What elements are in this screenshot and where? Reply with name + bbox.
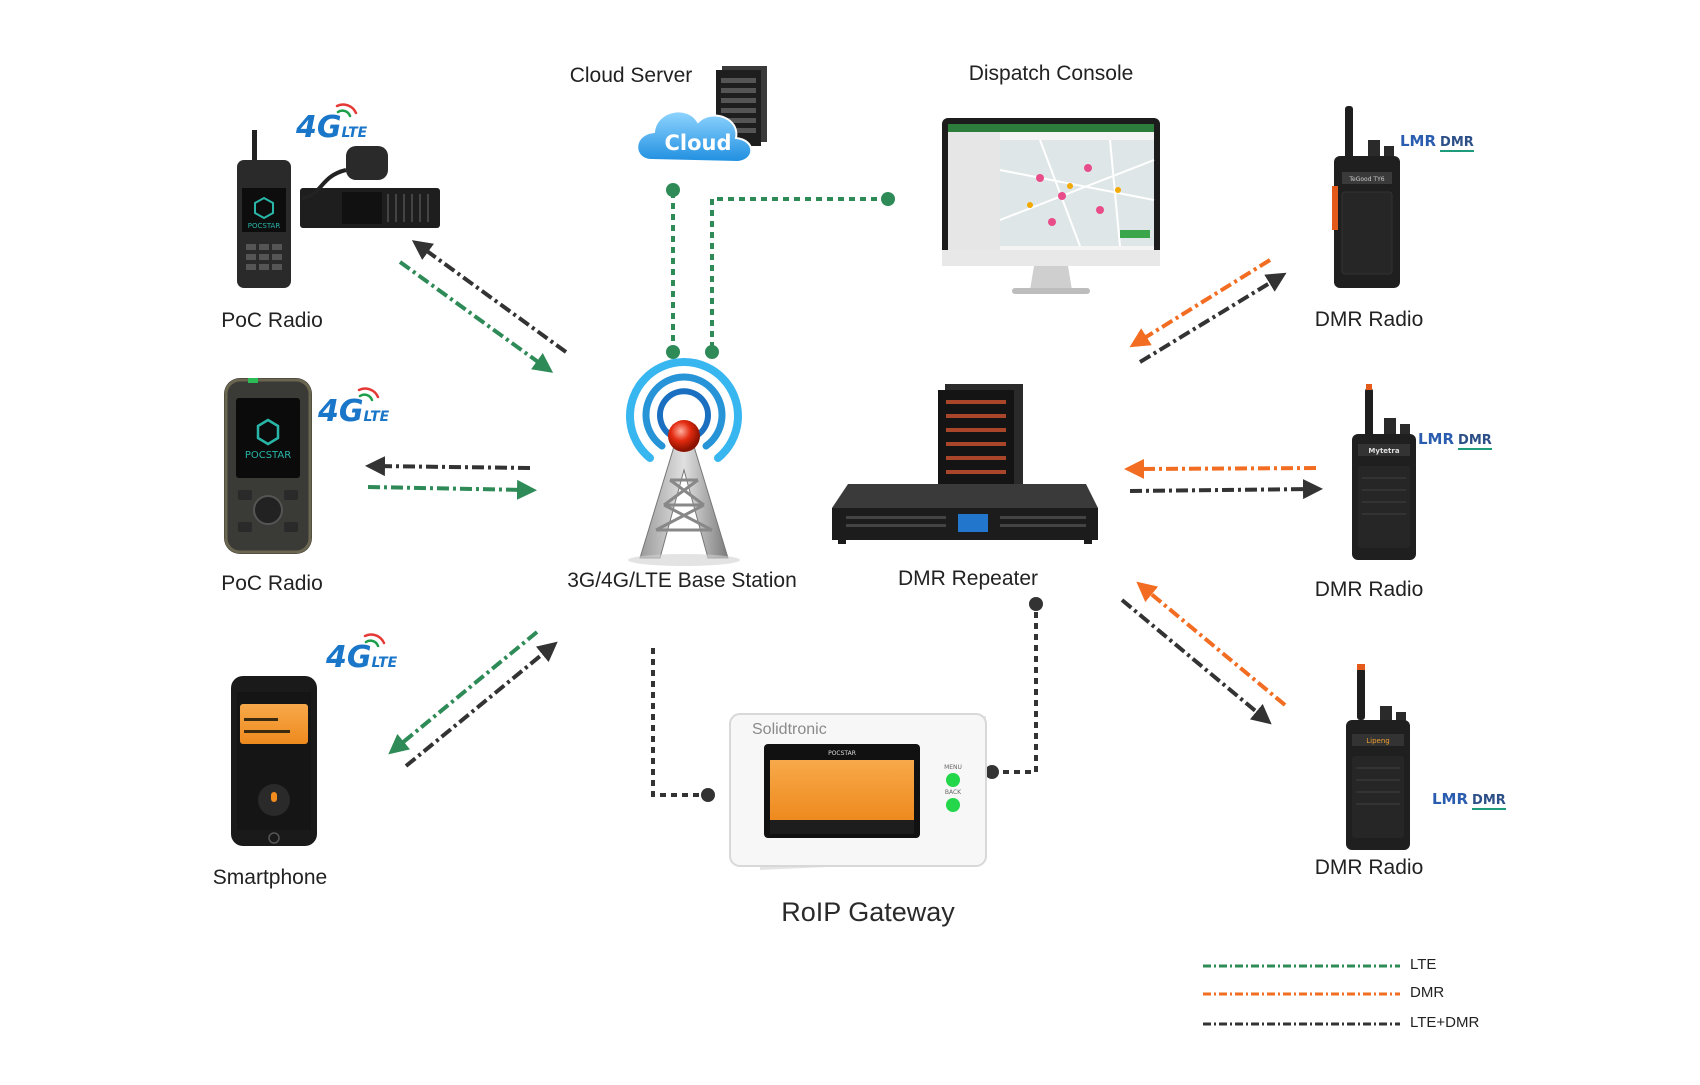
legend-label-mixed: LTE+DMR bbox=[1410, 1014, 1480, 1031]
mixed-link-base-to-poc2 bbox=[365, 456, 531, 477]
legend-label-lte: LTE bbox=[1410, 956, 1437, 973]
dmr-radio-1-device bbox=[1332, 106, 1400, 288]
label-cloud-server: Cloud Server bbox=[569, 64, 693, 87]
fourg-lte-badge-3: 4GLTE bbox=[326, 640, 397, 675]
lte-text: LTE bbox=[363, 409, 390, 425]
base-station-icon bbox=[626, 358, 742, 566]
dmr-text: DMR bbox=[1458, 433, 1492, 450]
label-dmr-repeater: DMR Repeater bbox=[897, 567, 1039, 590]
lte-link-poc1-to-base bbox=[398, 260, 554, 373]
lte-link-poc2-to-base bbox=[367, 479, 537, 500]
dmr-radio-3-device bbox=[1346, 664, 1410, 850]
mixed-link-repeater-to-radio2 bbox=[1129, 479, 1323, 500]
dmr-radio-1-brand: TeGood TY6 bbox=[1348, 176, 1384, 183]
lte-line-console-base bbox=[710, 197, 888, 352]
label-dmr-radio-3: DMR Radio bbox=[1314, 856, 1424, 879]
line-endpoints bbox=[666, 183, 1043, 802]
mixed-link-phone-to-base bbox=[404, 641, 558, 768]
legend-label-dmr: DMR bbox=[1410, 984, 1445, 1001]
label-roip-gateway: RoIP Gateway bbox=[781, 897, 955, 927]
fourg-text: 4G bbox=[318, 394, 364, 429]
cloud-word: Cloud bbox=[664, 131, 731, 155]
fourg-text: 4G bbox=[296, 110, 342, 145]
backbone-lines bbox=[651, 192, 1038, 797]
smartphone-device bbox=[231, 676, 317, 846]
label-smartphone: Smartphone bbox=[212, 866, 328, 889]
lmr-text: LMR bbox=[1432, 790, 1469, 808]
label-poc-radio-2: PoC Radio bbox=[221, 572, 323, 595]
mixed-link-repeater-to-radio1 bbox=[1138, 272, 1287, 364]
pocstar-logo-1: POCSTAR bbox=[248, 222, 281, 230]
pocstar-logo-2: POCSTAR bbox=[245, 450, 291, 461]
dmr-radio-3-brand: Lipeng bbox=[1366, 737, 1389, 745]
dmr-link-radio1-to-repeater bbox=[1129, 258, 1272, 348]
signal-arcs bbox=[335, 103, 386, 648]
label-poc-radio-1: PoC Radio bbox=[221, 309, 323, 332]
lte-link-base-to-phone bbox=[388, 630, 539, 755]
gateway-menu-label: MENU bbox=[944, 764, 962, 771]
lte-text: LTE bbox=[341, 125, 368, 141]
mixed-link-repeater-to-radio3 bbox=[1120, 598, 1272, 725]
label-dispatch-console: Dispatch Console bbox=[968, 62, 1134, 85]
fourg-text: 4G bbox=[326, 640, 372, 675]
lmr-text: LMR bbox=[1400, 132, 1437, 150]
dmr-link-radio3-to-repeater bbox=[1136, 581, 1287, 707]
cloud-server-icon bbox=[636, 66, 767, 164]
gateway-brand-text: Solidtronic bbox=[752, 721, 827, 738]
mixed-line-base-gateway bbox=[651, 648, 708, 797]
lmr-text: LMR bbox=[1418, 430, 1455, 448]
mixed-link-base-to-poc1 bbox=[411, 240, 568, 354]
fourg-lte-badge-2: 4GLTE bbox=[318, 394, 389, 429]
poc-radio-1-device bbox=[237, 130, 440, 288]
poc-radio-2-device bbox=[224, 378, 312, 554]
fourg-lte-badge-1: 4GLTE bbox=[296, 110, 367, 145]
connection-arrows bbox=[365, 240, 1323, 768]
dmr-text: DMR bbox=[1440, 135, 1474, 152]
legend-lines bbox=[1203, 964, 1400, 1026]
dmr-repeater-device bbox=[832, 384, 1098, 544]
label-dmr-radio-1: DMR Radio bbox=[1314, 308, 1424, 331]
mixed-line-gateway-repeater bbox=[992, 604, 1038, 774]
dmr-radio-2-brand: Mytetra bbox=[1368, 447, 1399, 455]
dmr-link-radio2-to-repeater bbox=[1124, 458, 1317, 479]
lte-text: LTE bbox=[371, 655, 398, 671]
dmr-text: DMR bbox=[1472, 793, 1506, 810]
gateway-back-label: BACK bbox=[945, 789, 962, 796]
roip-gateway-device bbox=[729, 713, 987, 870]
dispatch-console-monitor bbox=[942, 118, 1160, 294]
label-base-station: 3G/4G/LTE Base Station bbox=[567, 569, 797, 592]
dmr-radio-2-device bbox=[1352, 384, 1416, 560]
gateway-screen-title: POCSTAR bbox=[828, 750, 856, 757]
label-dmr-radio-2: DMR Radio bbox=[1314, 578, 1424, 601]
